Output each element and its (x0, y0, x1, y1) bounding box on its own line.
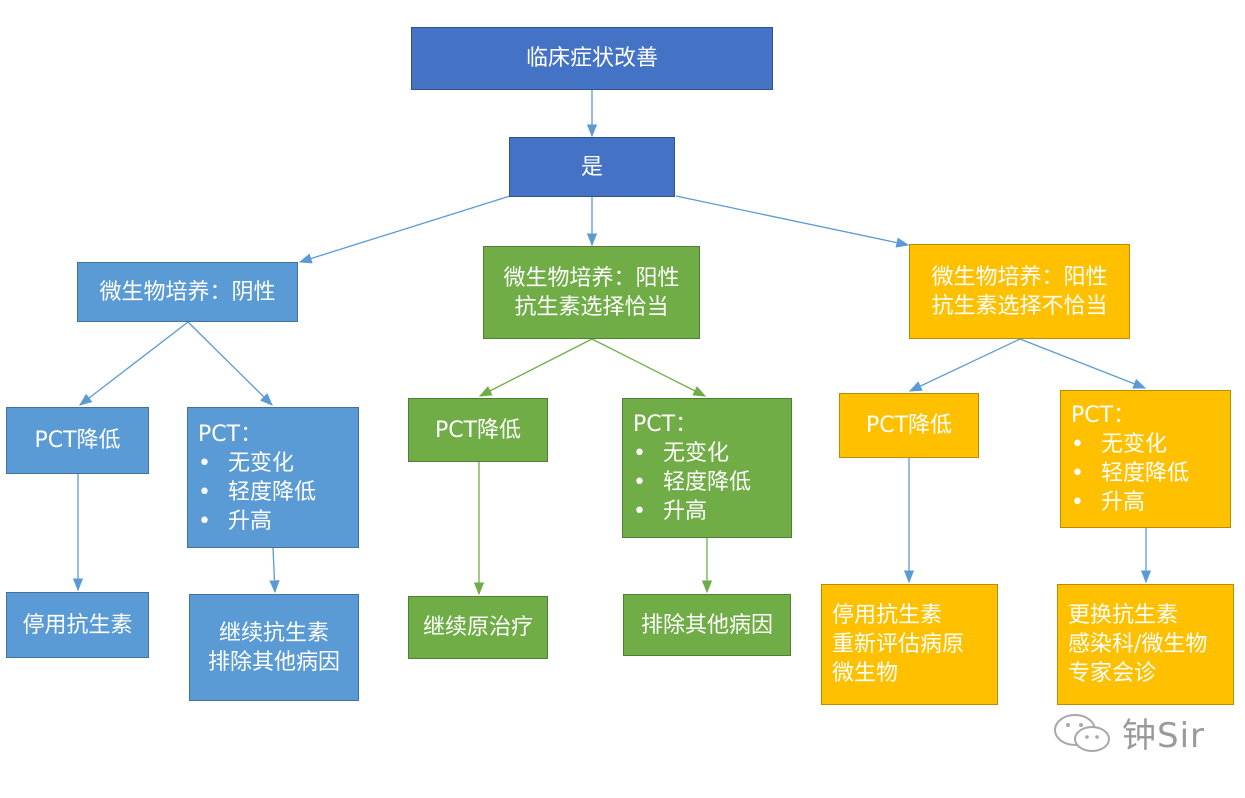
root-node: 临床症状改善 (411, 27, 773, 90)
change-antibiotics-line-3: 专家会诊 (1068, 661, 1157, 686)
continue-antibiotics-line-2: 排除其他病因 (207, 649, 340, 675)
negative-pct-condition: 无变化 (198, 449, 358, 478)
watermark-text: 钟Sir (1122, 716, 1206, 756)
stop-antibiotics-label: 停用抗生素 (22, 612, 133, 638)
connector-ok-right (591, 338, 707, 397)
change-antibiotics-line-1: 更换抗生素 (1068, 603, 1179, 628)
negative-pct-condition: 升高 (198, 507, 358, 536)
ok-pct-condition: 无变化 (633, 439, 791, 468)
connector-yes-positive-bad (675, 195, 910, 248)
change-antibiotics-line-2: 感染科/微生物 (1068, 632, 1208, 657)
exclude-other-causes-node: 排除其他病因 (623, 594, 791, 656)
ok-pct-decrease-label: PCT降低 (434, 417, 522, 443)
culture-positive-appropriate-node: 微生物培养：阳性 抗生素选择恰当 (483, 246, 700, 339)
connector-yes-negative (298, 195, 511, 264)
bad-pct-decrease-node: PCT降低 (839, 393, 979, 458)
bad-pct-condition: 轻度降低 (1071, 459, 1230, 488)
culture-positive-inappropriate-line-2: 抗生素选择不恰当 (931, 293, 1108, 319)
connector-negative-right-action (269, 547, 280, 594)
bad-pct-other-node: PCT： 无变化 轻度降低 升高 (1060, 390, 1231, 528)
culture-positive-inappropriate-line-1: 微生物培养：阳性 (931, 264, 1108, 290)
yes-node: 是 (509, 137, 675, 197)
bad-pct-condition: 升高 (1071, 488, 1230, 517)
ok-pct-label: PCT： (633, 412, 698, 437)
culture-positive-inappropriate-node: 微生物培养：阳性 抗生素选择不恰当 (909, 244, 1130, 339)
bad-pct-condition: 无变化 (1071, 430, 1230, 459)
change-antibiotics-node: 更换抗生素 感染科/微生物 专家会诊 (1057, 584, 1234, 705)
negative-pct-decrease-label: PCT降低 (34, 428, 121, 453)
culture-positive-appropriate-line-1: 微生物培养：阳性 (503, 265, 680, 291)
ok-pct-conditions: 无变化 轻度降低 升高 (633, 439, 791, 526)
stop-antibiotics-node: 停用抗生素 (6, 592, 149, 658)
continue-antibiotics-line-1: 继续抗生素 (218, 620, 329, 646)
stop-reassess-line-3: 微生物 (832, 661, 899, 686)
negative-pct-conditions: 无变化 轻度降低 升高 (198, 449, 358, 536)
ok-pct-condition: 升高 (633, 497, 791, 526)
stop-reassess-line-1: 停用抗生素 (832, 603, 943, 628)
exclude-other-causes-label: 排除其他病因 (640, 612, 773, 638)
stop-reassess-node: 停用抗生素 重新评估病原 微生物 (821, 584, 998, 705)
culture-negative-node: 微生物培养：阴性 (77, 262, 298, 322)
culture-negative-label: 微生物培养：阴性 (99, 279, 276, 305)
ok-pct-condition: 轻度降低 (633, 468, 791, 497)
ok-pct-other-node: PCT： 无变化 轻度降低 升高 (622, 398, 792, 538)
connector-bad-left (908, 338, 1021, 392)
yes-label: 是 (580, 154, 603, 180)
negative-pct-decrease-node: PCT降低 (6, 407, 149, 474)
connector-ok-left (478, 338, 593, 397)
root-label: 临床症状改善 (525, 46, 658, 71)
continue-antibiotics-node: 继续抗生素 排除其他病因 (189, 594, 359, 701)
continue-treatment-node: 继续原治疗 (408, 596, 548, 659)
wechat-icon (1054, 713, 1110, 752)
connector-negative-right (187, 321, 273, 406)
culture-positive-appropriate-line-2: 抗生素选择恰当 (514, 294, 669, 320)
connector-negative-left (78, 321, 189, 406)
continue-treatment-label: 继续原治疗 (422, 615, 533, 640)
negative-pct-condition: 轻度降低 (198, 478, 358, 507)
bad-pct-decrease-label: PCT降低 (865, 413, 953, 438)
stop-reassess-line-2: 重新评估病原 (832, 632, 965, 657)
watermark: 钟Sir (1052, 708, 1205, 757)
connector-bad-right (1019, 338, 1147, 389)
bad-pct-label: PCT： (1071, 403, 1136, 428)
bad-pct-conditions: 无变化 轻度降低 升高 (1071, 430, 1230, 517)
negative-pct-other-node: PCT： 无变化 轻度降低 升高 (187, 407, 359, 548)
ok-pct-decrease-node: PCT降低 (408, 398, 548, 462)
negative-pct-label: PCT： (198, 421, 263, 447)
